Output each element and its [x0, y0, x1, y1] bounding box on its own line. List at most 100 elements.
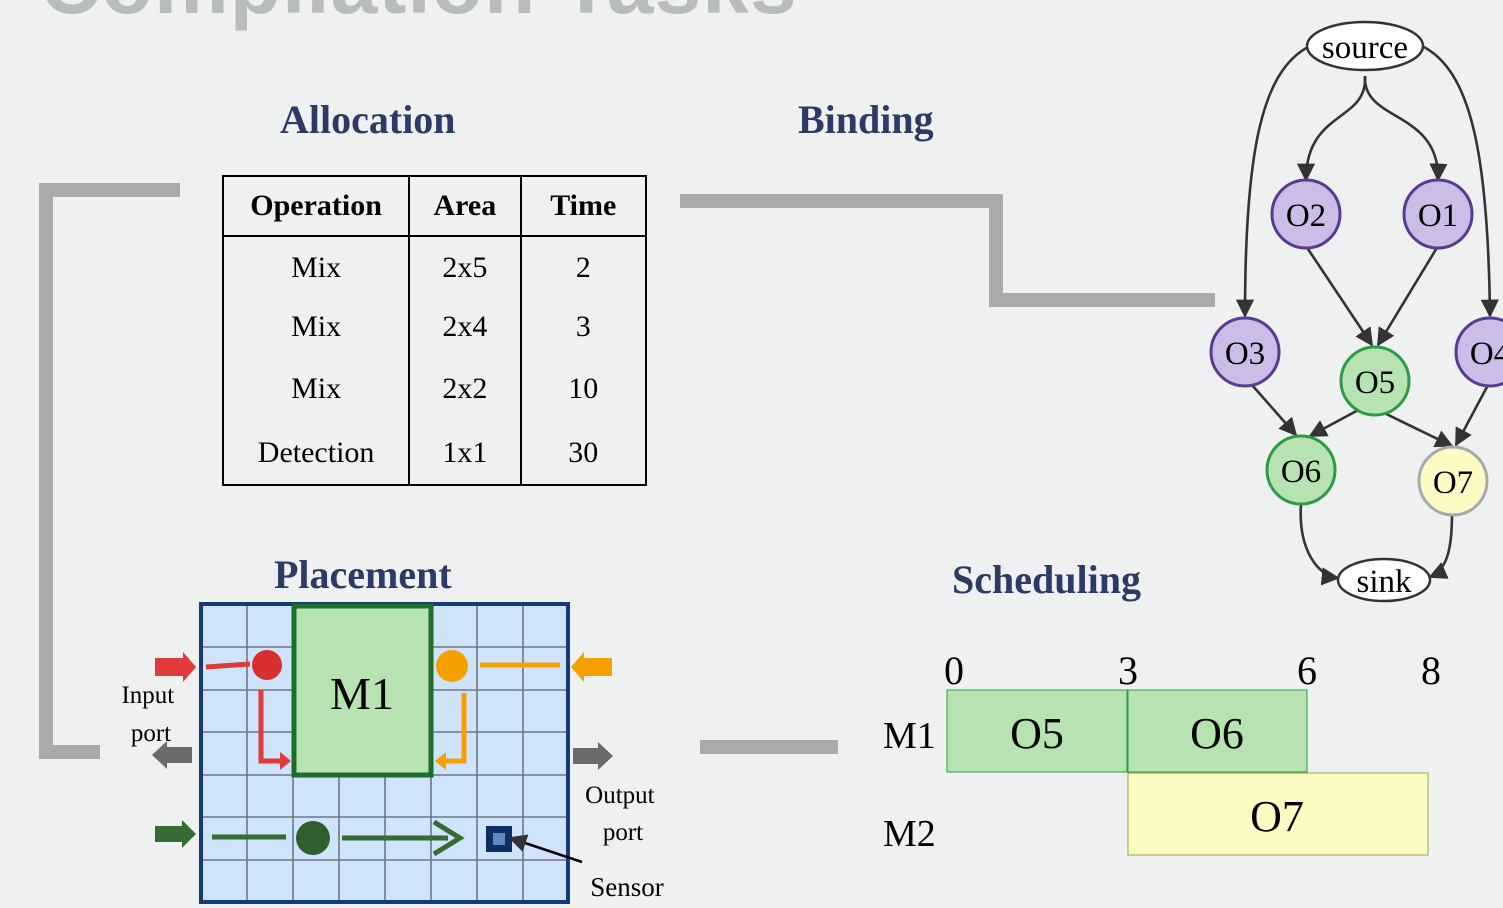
- node-o6-label: O6: [1281, 454, 1321, 490]
- module-m1-label: M1: [330, 668, 394, 719]
- time-tick: 6: [1297, 648, 1317, 693]
- table-cell: Mix: [291, 372, 342, 405]
- table-cell: Mix: [291, 251, 342, 284]
- graph-node-o1: O1: [1402, 178, 1474, 250]
- table-cell: 30: [519, 422, 646, 485]
- node-o7-label: O7: [1433, 465, 1473, 501]
- edge-o1-o5: [1376, 245, 1440, 347]
- orange-droplet-icon: [436, 650, 468, 682]
- edge-source-o1: [1363, 75, 1448, 182]
- time-tick: 3: [1118, 648, 1138, 693]
- source-label: source: [1322, 30, 1408, 66]
- output-port-label-line2: port: [603, 819, 643, 846]
- node-o4-circle: [1454, 316, 1503, 388]
- table-cell: 2x5: [408, 236, 521, 298]
- graph-node-o3: O3: [1209, 316, 1281, 388]
- table-header-time: Time: [519, 176, 646, 237]
- connector-lines: [39, 183, 1215, 759]
- node-o7-circle: [1417, 445, 1489, 517]
- table-row: Mix 2x2 10: [223, 356, 646, 422]
- node-o5-label: O5: [1355, 365, 1395, 401]
- machine-label-m2: M2: [883, 813, 936, 855]
- gantt-task-o6-label: O6: [1190, 709, 1244, 758]
- red-flow-line: [205, 661, 251, 670]
- edge-o2-o5: [1304, 245, 1374, 347]
- input-port-label: Input port: [121, 682, 180, 747]
- node-o2-label: O2: [1286, 198, 1326, 234]
- node-o1-label: O1: [1418, 198, 1458, 234]
- graph-nodes: source O2 O1 O3 O4 O5 O6 O7: [1209, 20, 1503, 603]
- table-header-area: Area: [408, 176, 521, 237]
- connector-left: [39, 183, 180, 759]
- edge-o6-sink: [1299, 503, 1340, 586]
- edge-source-o4: [1421, 44, 1499, 318]
- table-cell: 2x4: [408, 298, 521, 356]
- node-o4-label: O4: [1470, 336, 1503, 372]
- red-droplet-icon: [252, 650, 282, 680]
- sink-label: sink: [1356, 564, 1412, 600]
- green-flow-arrowhead-icon: [432, 819, 465, 857]
- placement-chip: M1 Input port Output port: [121, 602, 664, 904]
- orange-input-arrow-icon: [571, 652, 612, 682]
- node-o1-circle: [1402, 178, 1474, 250]
- scheduling-heading: Scheduling: [952, 557, 1141, 602]
- graph-node-o2: O2: [1270, 178, 1342, 250]
- graph-node-o6: O6: [1265, 434, 1337, 506]
- graph-node-o5: O5: [1339, 345, 1411, 417]
- table-cell: 3: [519, 298, 646, 356]
- input-port-label-line2: port: [131, 720, 171, 747]
- table-cell: 2: [519, 236, 646, 298]
- table-cell: 10: [519, 356, 646, 422]
- table-header-operation: Operation: [223, 176, 410, 237]
- edge-o3-o6: [1251, 384, 1298, 437]
- connector-binding: [680, 194, 1215, 307]
- page-title: Compilation Tasks: [40, 0, 798, 33]
- gantt-task-o6: [1127, 689, 1308, 773]
- placement-heading: Placement: [274, 552, 452, 597]
- output-port-label: Output port: [585, 782, 661, 846]
- allocation-heading: Allocation: [280, 97, 456, 142]
- module-m1: [291, 603, 434, 778]
- graph-node-o7: O7: [1417, 445, 1489, 517]
- edge-o7-sink: [1428, 513, 1454, 579]
- node-o6-circle: [1265, 434, 1337, 506]
- green-droplet-icon: [296, 821, 330, 855]
- sensor-label: Sensor: [590, 872, 664, 902]
- graph-node-o4: O4: [1454, 316, 1503, 388]
- table-cell: 2x2: [408, 356, 521, 422]
- table-row: Detection 1x1 30: [223, 422, 646, 485]
- edge-source-o2: [1296, 75, 1367, 182]
- gray-output-arrow-left-icon: [152, 741, 192, 769]
- green-input-arrow-icon: [155, 820, 196, 848]
- time-tick: 8: [1421, 648, 1441, 693]
- gantt-task-o5-label: O5: [1010, 709, 1064, 758]
- node-o2-circle: [1270, 178, 1342, 250]
- red-input-arrow-icon: [155, 652, 196, 682]
- edge-o5-o6: [1308, 406, 1363, 438]
- table-row: Mix 2x5 2: [223, 236, 646, 298]
- edge-o5-o7: [1377, 408, 1454, 448]
- gray-output-arrow-right-icon: [573, 742, 613, 770]
- node-o3-label: O3: [1225, 336, 1265, 372]
- node-o3-circle: [1209, 316, 1281, 388]
- time-axis-ticks: 0 3 6 8: [944, 648, 1441, 693]
- sensor-icon-inner: [493, 833, 505, 845]
- machine-label-m1: M1: [883, 715, 936, 757]
- table-cell: 1x1: [408, 422, 521, 485]
- graph-node-sink: sink: [1336, 557, 1432, 603]
- orange-flow-path: [444, 693, 467, 764]
- table-cell: Detection: [257, 436, 375, 469]
- edge-source-o3: [1235, 44, 1311, 318]
- edge-o4-o7: [1454, 384, 1490, 447]
- node-o5-circle: [1339, 345, 1411, 417]
- graph-edges: [1235, 44, 1499, 586]
- input-port-label-line1: Input: [121, 682, 174, 709]
- orange-flow-arrowhead-icon: [435, 752, 446, 770]
- graph-node-source: source: [1305, 20, 1425, 72]
- red-flow-arrowhead-icon: [280, 752, 291, 770]
- red-flow-path: [258, 690, 282, 764]
- sensor-pointer-arrow: [508, 834, 583, 864]
- gantt-task-o5: [946, 689, 1128, 773]
- allocation-table: Operation Area Time Mix 2x5 2 Mix 2x4 3 …: [222, 175, 647, 486]
